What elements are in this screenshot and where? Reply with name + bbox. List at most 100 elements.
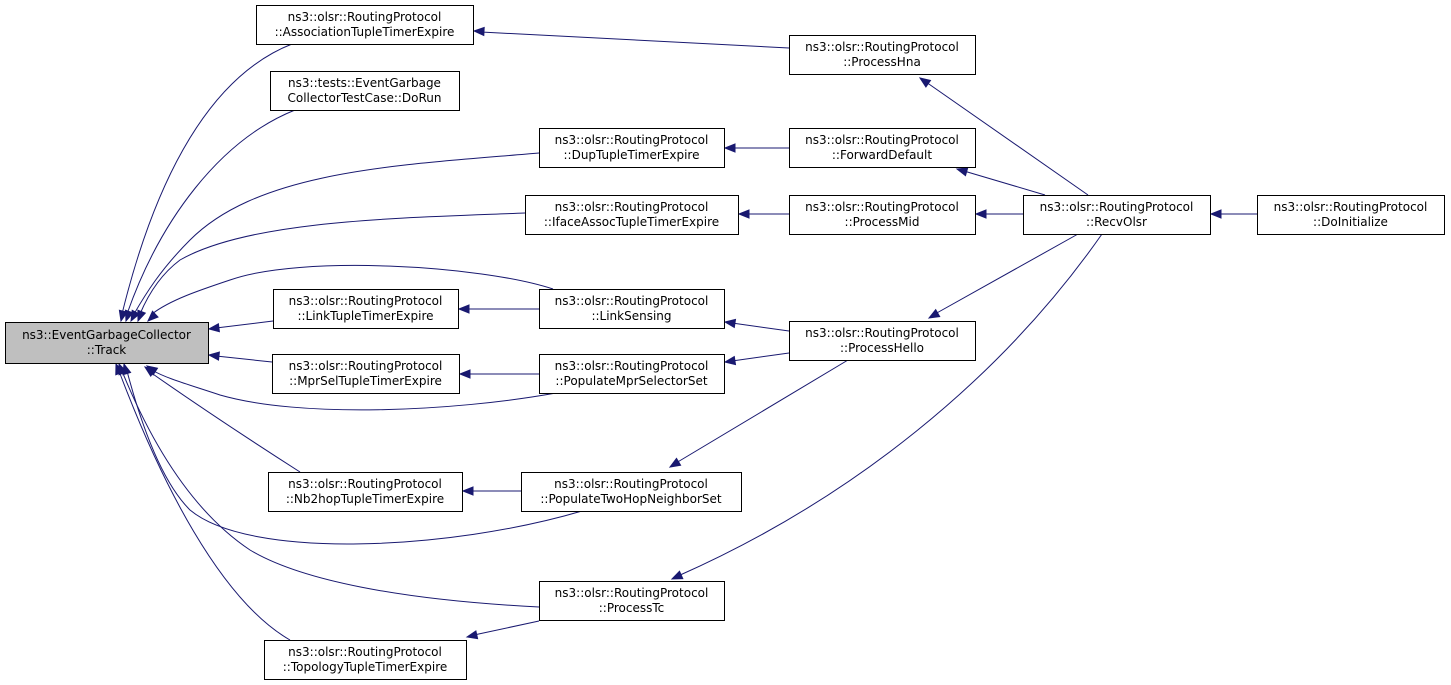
node-test-dorun[interactable]: ns3::tests::EventGarbageCollectorTestCas… — [270, 71, 460, 111]
node-iface-expire[interactable]: ns3::olsr::RoutingProtocol::IfaceAssocTu… — [525, 195, 739, 235]
node-dup-expire[interactable]: ns3::olsr::RoutingProtocol::DupTupleTime… — [539, 128, 725, 168]
edge-line — [215, 320, 274, 329]
node-box — [256, 5, 474, 45]
node-process-mid[interactable]: ns3::olsr::RoutingProtocol::ProcessMid — [789, 195, 976, 235]
node-label-line: ns3::olsr::RoutingProtocol — [805, 326, 959, 340]
node-box — [789, 195, 976, 235]
edge-mprsel_expire-to-track — [207, 351, 273, 363]
edge-forward_default-to-dup_expire — [723, 143, 789, 153]
node-populate-mpr[interactable]: ns3::olsr::RoutingProtocol::PopulateMprS… — [539, 354, 725, 394]
node-label-line: ns3::olsr::RoutingProtocol — [1040, 200, 1194, 214]
node-box — [539, 289, 725, 329]
node-recv-olsr[interactable]: ns3::olsr::RoutingProtocol::RecvOlsr — [1023, 195, 1211, 235]
edge-line — [473, 620, 540, 636]
node-box — [1257, 195, 1445, 235]
edge-populate_mpr-to-mprsel_expire — [458, 369, 539, 379]
edge-link_expire-to-track — [207, 320, 274, 333]
node-box — [539, 354, 725, 394]
node-populate-2hop[interactable]: ns3::olsr::RoutingProtocol::PopulateTwoH… — [521, 472, 742, 512]
node-nb2hop-expire[interactable]: ns3::olsr::RoutingProtocol::Nb2hopTupleT… — [268, 472, 463, 512]
node-layer: ns3::EventGarbageCollector::Trackns3::ol… — [5, 5, 1445, 680]
node-process-hna[interactable]: ns3::olsr::RoutingProtocol::ProcessHna — [789, 35, 976, 75]
node-box — [272, 354, 460, 394]
node-label-line: ::DupTupleTimerExpire — [564, 148, 700, 162]
edge-test_dorun-to-track — [124, 109, 296, 323]
arrow-head-icon — [955, 167, 969, 177]
node-label-line: ns3::olsr::RoutingProtocol — [805, 200, 959, 214]
node-link-expire[interactable]: ns3::olsr::RoutingProtocol::LinkTupleTim… — [273, 289, 459, 329]
arrow-head-icon — [723, 355, 737, 366]
arrow-head-icon — [207, 323, 220, 333]
node-label-line: ::IfaceAssocTupleTimerExpire — [544, 215, 719, 229]
edge-do_initialize-to-recv_olsr — [1209, 209, 1257, 219]
node-label-line: ::AssociationTupleTimerExpire — [275, 25, 455, 39]
node-do-initialize[interactable]: ns3::olsr::RoutingProtocol::DoInitialize — [1257, 195, 1445, 235]
edge-line — [731, 352, 790, 362]
edge-recv_olsr-to-process_hello — [927, 233, 1079, 319]
node-label-line: ::DoInitialize — [1313, 215, 1388, 229]
arrow-head-icon — [137, 309, 147, 323]
node-label-line: ns3::olsr::RoutingProtocol — [289, 294, 443, 308]
node-process-hello[interactable]: ns3::olsr::RoutingProtocol::ProcessHello — [789, 321, 976, 361]
arrow-head-icon — [147, 310, 159, 322]
node-label-line: ns3::olsr::RoutingProtocol — [289, 359, 443, 373]
edge-line — [934, 233, 1079, 315]
node-label-line: ns3::olsr::RoutingProtocol — [805, 133, 959, 147]
edge-recv_olsr-to-forward_default — [955, 167, 1046, 196]
node-label-line: ::ForwardDefault — [832, 148, 932, 162]
arrow-head-icon — [927, 308, 941, 319]
node-box — [5, 322, 209, 364]
edge-line — [121, 370, 540, 608]
node-label-line: ::ProcessHello — [840, 341, 924, 355]
node-label-line: ns3::olsr::RoutingProtocol — [555, 294, 709, 308]
node-box — [789, 321, 976, 361]
edge-populate_2hop-to-nb2hop_expire — [461, 486, 521, 496]
node-label-line: ns3::olsr::RoutingProtocol — [554, 477, 708, 491]
edge-line — [963, 170, 1046, 196]
edge-process_hello-to-link_sensing — [723, 318, 790, 332]
node-box — [539, 581, 725, 621]
arrow-head-icon — [974, 209, 987, 219]
node-mprsel-expire[interactable]: ns3::olsr::RoutingProtocol::MprSelTupleT… — [272, 354, 460, 394]
arrow-head-icon — [124, 309, 134, 323]
edge-topology_expire-to-track — [115, 362, 291, 641]
node-link-sensing[interactable]: ns3::olsr::RoutingProtocol::LinkSensing — [539, 289, 725, 329]
edge-recv_olsr-to-process_mid — [974, 209, 1023, 219]
arrow-head-icon — [1209, 209, 1222, 219]
edge-line — [126, 370, 583, 545]
arrow-head-icon — [207, 351, 220, 361]
node-track[interactable]: ns3::EventGarbageCollector::Track — [5, 322, 209, 364]
node-label-line: ns3::olsr::RoutingProtocol — [555, 133, 709, 147]
edge-link_sensing-to-link_expire — [457, 304, 539, 314]
edge-line — [133, 152, 540, 315]
node-forward-default[interactable]: ns3::olsr::RoutingProtocol::ForwardDefau… — [789, 128, 976, 168]
edge-line — [677, 233, 1103, 577]
node-process-tc[interactable]: ns3::olsr::RoutingProtocol::ProcessTc — [539, 581, 725, 621]
node-box — [521, 472, 742, 512]
edge-layer — [115, 26, 1257, 641]
arrow-head-icon — [918, 77, 932, 88]
edge-process_mid-to-iface_expire — [737, 209, 789, 219]
arrow-head-icon — [143, 366, 157, 377]
node-topology-expire[interactable]: ns3::olsr::RoutingProtocol::TopologyTupl… — [264, 640, 467, 680]
node-box — [789, 35, 976, 75]
edge-dup_expire-to-track — [130, 152, 540, 323]
edge-line — [150, 264, 554, 315]
node-label-line: ::Nb2hopTupleTimerExpire — [286, 492, 444, 506]
arrow-head-icon — [457, 304, 470, 314]
node-box — [268, 472, 463, 512]
edge-line — [731, 322, 790, 332]
node-label-line: ns3::olsr::RoutingProtocol — [288, 477, 442, 491]
edge-line — [118, 370, 291, 641]
arrow-head-icon — [461, 486, 474, 496]
node-label-line: ns3::olsr::RoutingProtocol — [1274, 200, 1428, 214]
node-label-line: ::ProcessTc — [599, 601, 665, 615]
node-label-line: ::LinkTupleTimerExpire — [297, 309, 433, 323]
arrow-head-icon — [130, 309, 141, 323]
edge-assoc_expire-to-track — [118, 43, 293, 323]
arrow-head-icon — [737, 209, 750, 219]
node-label-line: ns3::olsr::RoutingProtocol — [288, 645, 442, 659]
node-label-line: ns3::olsr::RoutingProtocol — [555, 359, 709, 373]
node-assoc-expire[interactable]: ns3::olsr::RoutingProtocol::AssociationT… — [256, 5, 474, 45]
